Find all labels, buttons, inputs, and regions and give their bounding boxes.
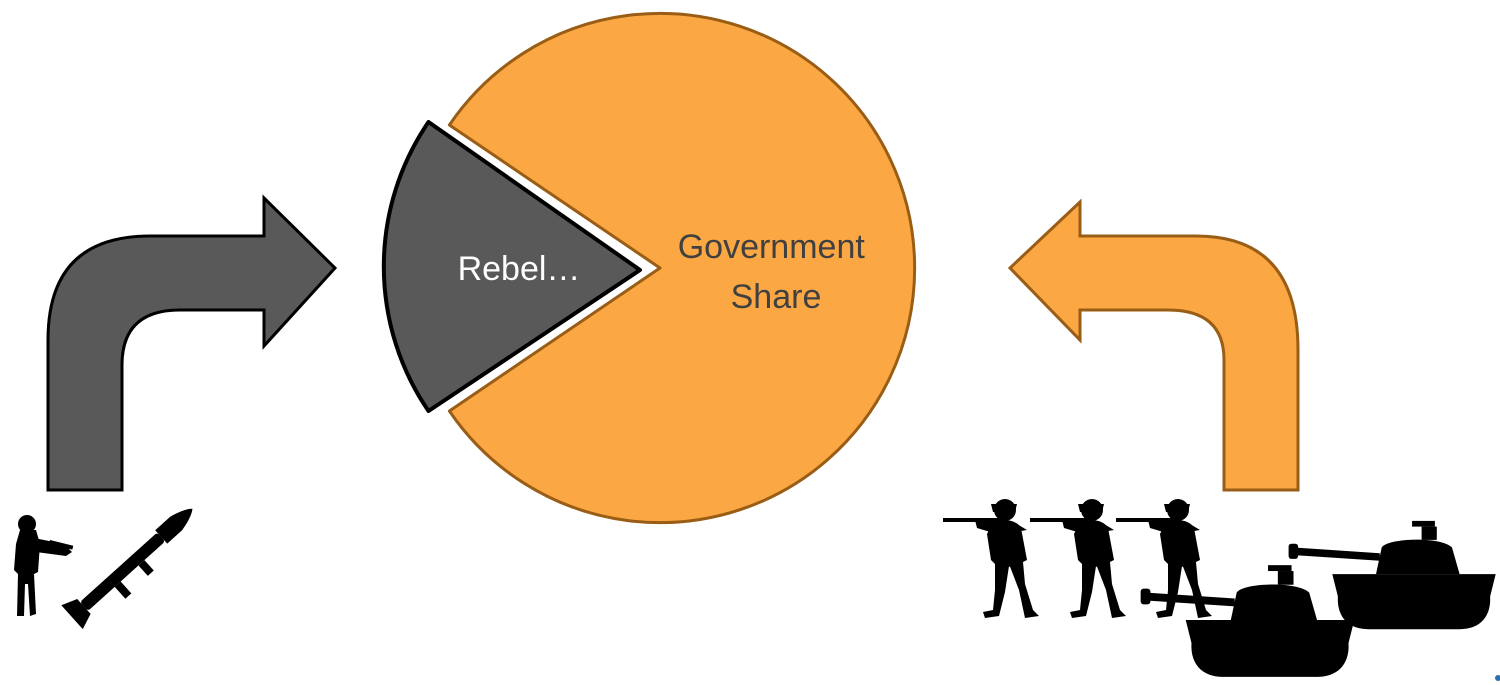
pie-chart: Rebel… Government Share (381, 11, 917, 525)
rebel-soldier-icon (14, 515, 74, 616)
government-arrow (1007, 198, 1300, 492)
soldier-icon (1030, 499, 1126, 618)
rebel-arrow (46, 194, 338, 492)
government-icons (943, 499, 1500, 681)
rpg-launcher-icon (61, 508, 193, 630)
corner-mark-icon (1495, 675, 1500, 681)
rebel-icons (14, 508, 193, 630)
rebel-share-slice (381, 120, 642, 413)
government-share-slice (447, 11, 917, 525)
government-label-line-1: Government (678, 228, 866, 266)
government-label-line-2: Share (731, 278, 822, 316)
soldier-icon (943, 499, 1039, 618)
government-slice-label: Government Share (678, 228, 875, 316)
tank-icon (1288, 520, 1496, 630)
rebel-slice-label: Rebel… (458, 250, 581, 288)
